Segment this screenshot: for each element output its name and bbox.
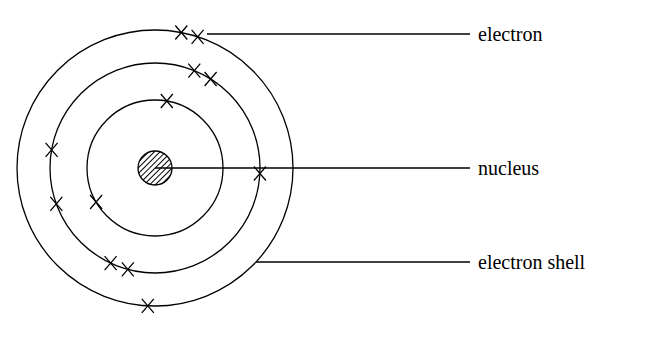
leader-line xyxy=(155,167,470,168)
electron-cross xyxy=(122,262,134,276)
part-label: electron xyxy=(478,23,542,45)
electron-cross xyxy=(90,195,102,209)
part-label: electron shell xyxy=(478,251,585,273)
electron-cross xyxy=(161,94,173,108)
electron-cross xyxy=(50,197,62,211)
electrons xyxy=(46,26,266,313)
electron-cross xyxy=(192,30,204,44)
electron-cross xyxy=(142,299,154,313)
electron-cross xyxy=(188,64,200,78)
electron-cross xyxy=(46,143,58,157)
electron-cross xyxy=(175,26,187,40)
electron-cross xyxy=(205,72,217,86)
leader-line xyxy=(256,261,470,262)
electron-cross xyxy=(105,256,117,270)
part-label: nucleus xyxy=(478,157,539,179)
leader-line xyxy=(207,33,470,34)
